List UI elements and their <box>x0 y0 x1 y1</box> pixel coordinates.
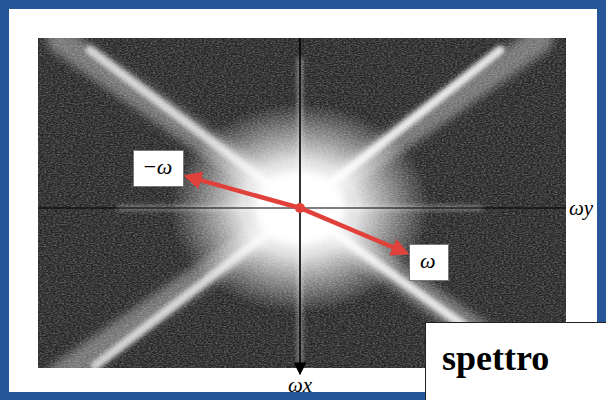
arrow-label-box: ω <box>409 244 449 281</box>
frequency-arrow <box>187 176 406 252</box>
arrow-label-box: −ω <box>133 150 184 187</box>
axis-label: ωy <box>569 196 593 221</box>
axis-label: ωx <box>288 373 312 398</box>
node-text: ω <box>420 249 438 273</box>
node-text: spettro <box>442 339 593 379</box>
node-text: −ω <box>142 155 175 179</box>
title-box: spettro <box>425 322 606 400</box>
